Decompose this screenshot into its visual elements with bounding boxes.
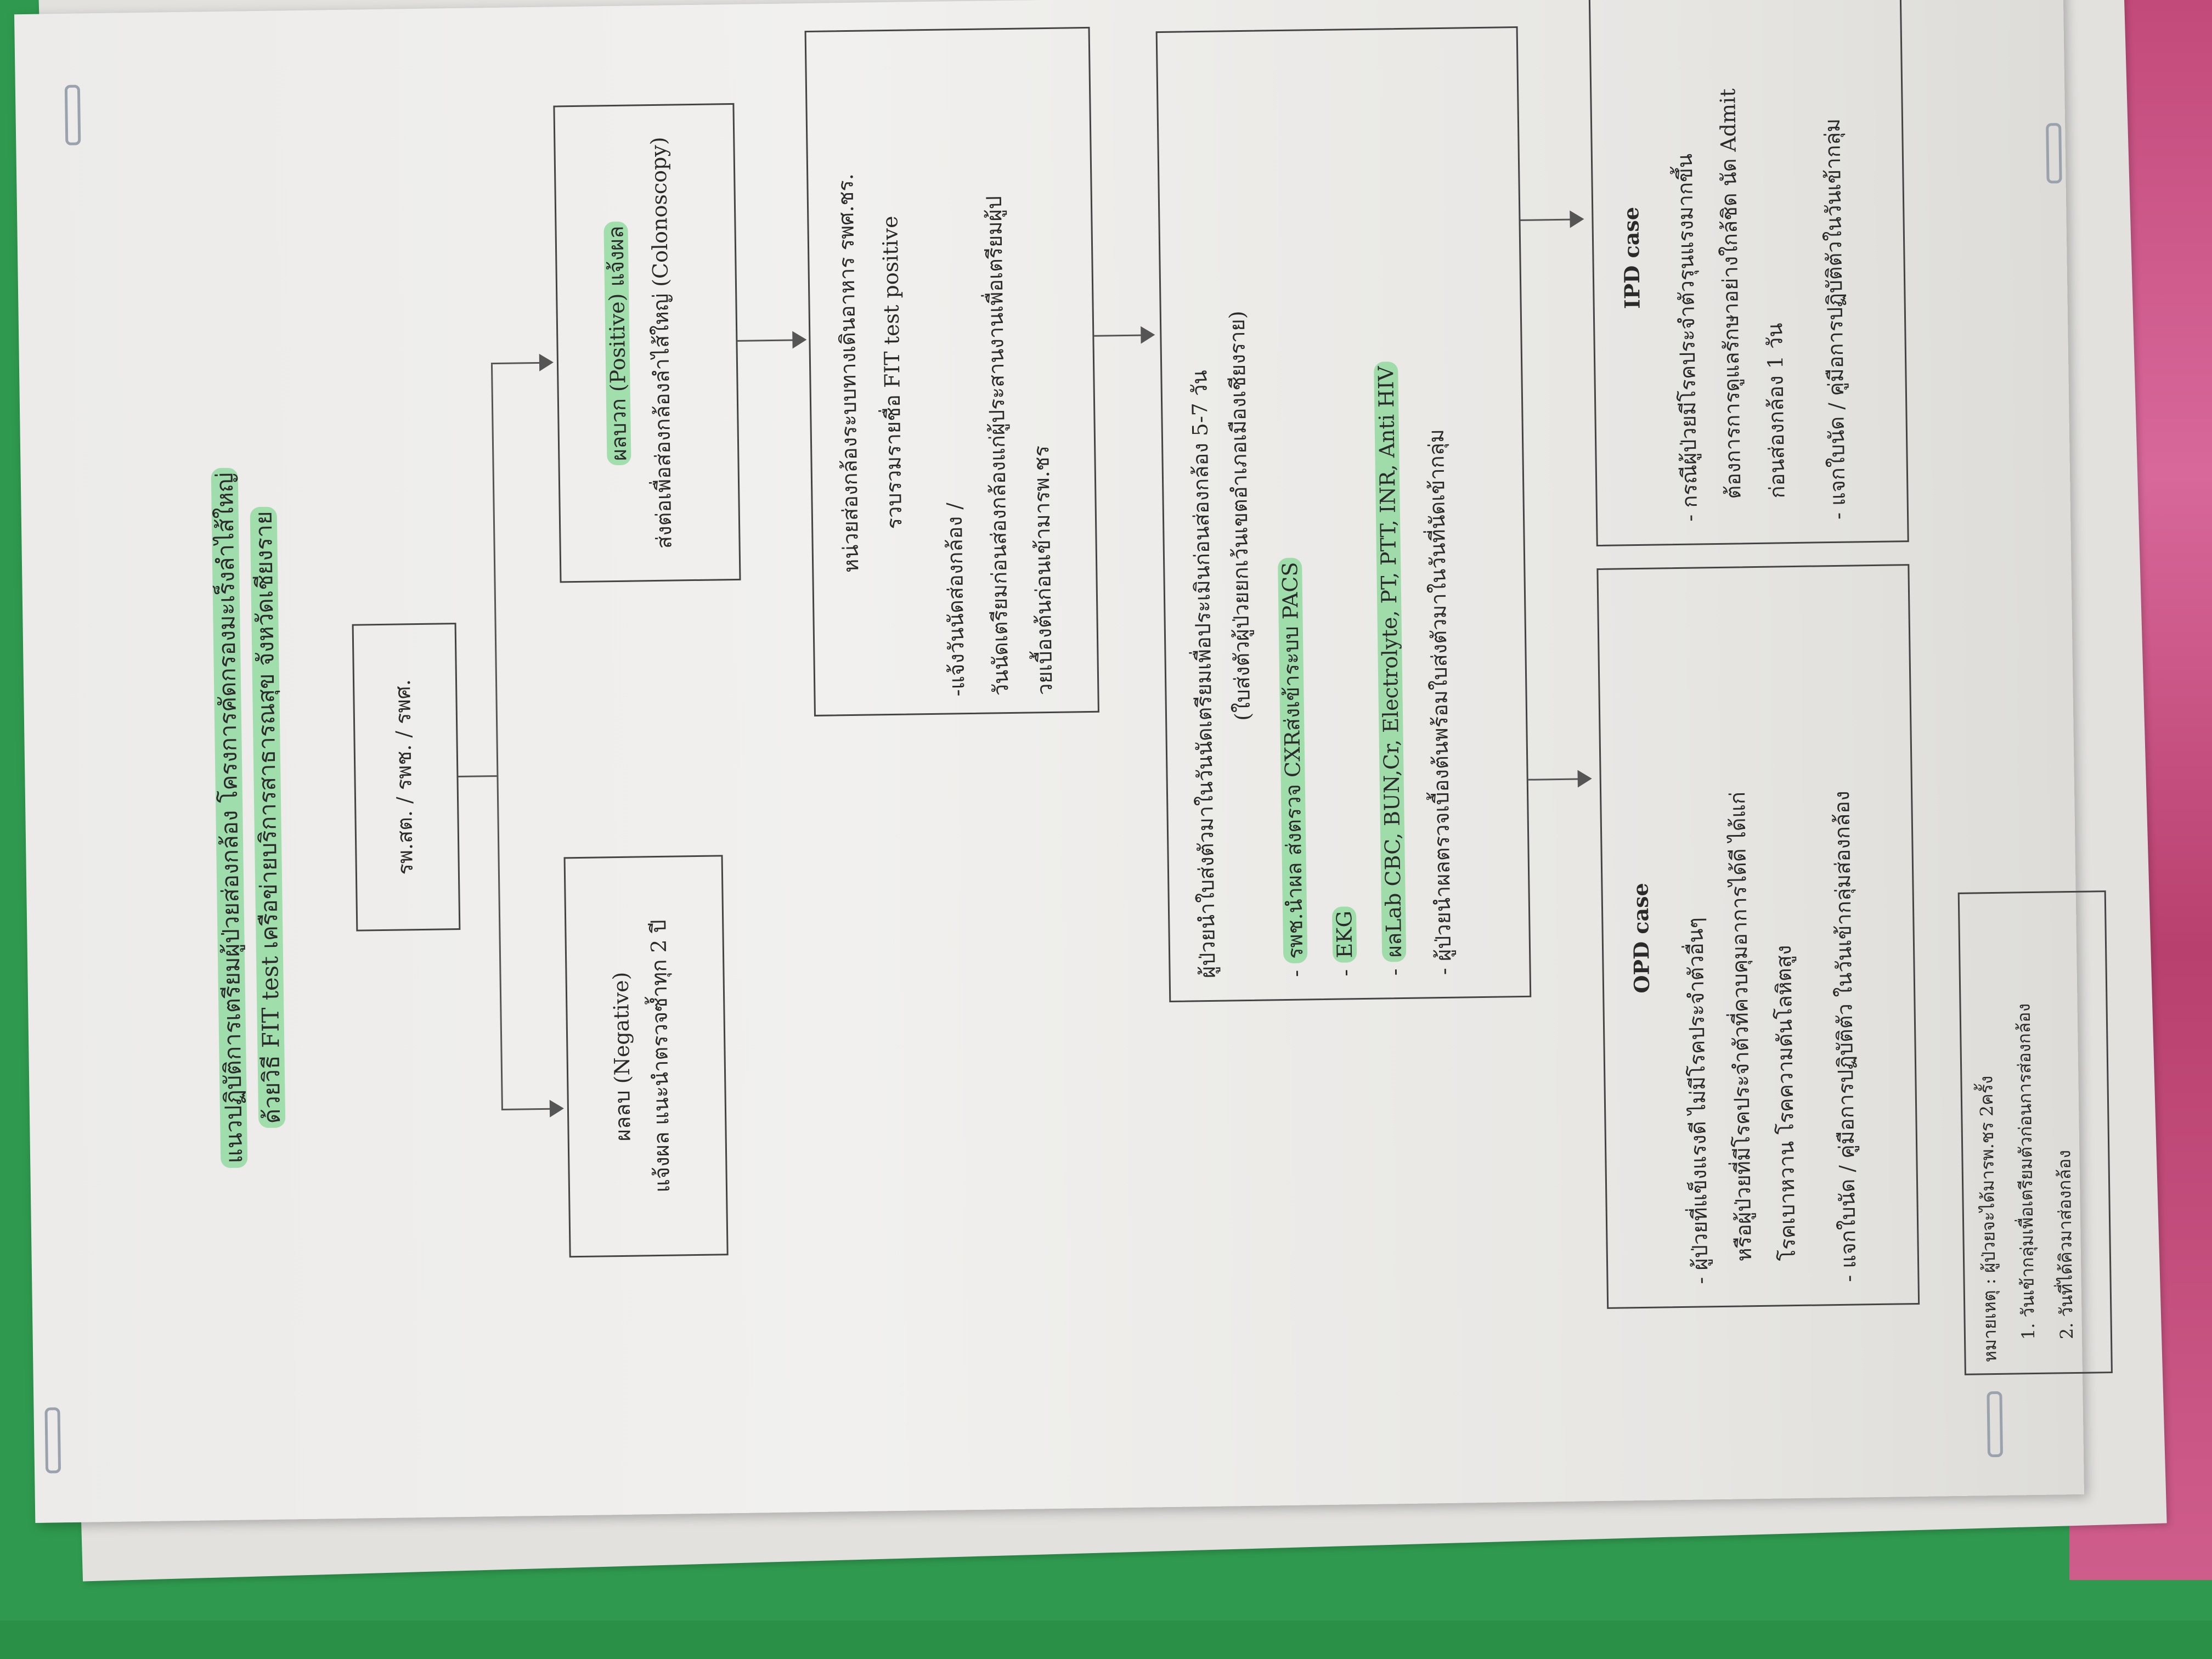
note-item-2: 2. วันที่ได้คิวมาส่องกล้อง [2053,1149,2078,1340]
staple-icon [44,1407,61,1474]
connector [458,775,497,778]
arrow-down-icon [1570,210,1584,228]
opd-item-1-line-2: หรือผู้ป่วยที่มีโรคประจำตัวที่ควบคุมอากา… [1725,791,1757,1262]
prep-item-4: - ผู้ป่วยนำผลตรวจเบื้องต้นพร้อมใบส่งตัวม… [1424,428,1456,975]
ipd-item-1-line-3: ก่อนส่องกล้อง 1 วัน [1763,323,1790,499]
prep-item-3: - ผลLab CBC, BUN,Cr, Electrolyte, PT, PT… [1370,362,1410,976]
prep-line-2: (ใบส่งตัวผู้ป่วยยกเว้นเขตอำเภอเมืองเชียง… [1224,311,1255,721]
document-sheet: แนวปฏิบัติการเตรียมผู้ป่วยส่องกล้อง โครง… [14,0,2113,1523]
connector [501,1108,556,1111]
arrow-down-icon [539,353,554,371]
opd-item-1-line-3: โรคเบาหวาน โรคความดันโลหิตสูง [1771,945,1801,1261]
opd-case-box: OPD case - ผู้ป่วยที่แข็งแรงดี ไม่มีโรคป… [1596,564,1920,1309]
endoscopy-line-1: หน่วยส่องกล้องระบบทางเดินอาหาร รพศ.ชร. [833,173,864,573]
opd-heading: OPD case [1628,883,1655,994]
endoscopy-unit-box: หน่วยส่องกล้องระบบทางเดินอาหาร รพศ.ชร. ร… [804,26,1099,716]
connector [490,364,503,1111]
ipd-item-1-line-2: ต้องการการดูแลรักษาอย่างใกล้ชิด นัด Admi… [1716,88,1746,499]
flowchart: แนวปฏิบัติการเตรียมผู้ป่วยส่องกล้อง โครง… [59,0,2113,1495]
opd-item-1: - ผู้ป่วยที่แข็งแรงดี ไม่มีโรคประจำตัวอื… [1683,917,1713,1284]
opd-item-2: - แจกใบนัด / คู่มือการปฏิบัติตัว ในวันเข… [1830,791,1861,1283]
arrow-down-icon [1141,326,1155,344]
prep-line-1: ผู้ป่วยนำใบส่งตัวมาในวันนัดเตรียมเพื่อปร… [1187,370,1220,979]
ipd-heading: IPD case [1618,206,1645,309]
positive-line-2: ส่งต่อเพื่อส่องกล้องลำไส้ใหญ่ (Colonosco… [646,137,676,549]
arrow-down-icon [792,331,807,349]
connector [737,339,798,342]
source-box: รพ.สต. / รพช. / รพศ. [352,623,461,932]
negative-line-1: ผลลบ (Negative) [608,972,635,1142]
arrow-down-icon [1577,770,1592,788]
endoscopy-line-3: -แจ้งวันนัดส่องกล้อง / [942,502,969,697]
document-sheet-wrapper: แนวปฏิบัติการเตรียมผู้ป่วยส่องกล้อง โครง… [14,0,2113,1523]
background-folder [0,1621,2212,1659]
note-item-1: 1. วันเข้ากลุ่มเพื่อเตรียมตัวก่อนการส่อง… [2013,1003,2039,1340]
ipd-item-1: - กรณีผู้ป่วยมีโรคประจำตัวรุนแรงมากขึ้น [1672,153,1702,522]
ipd-case-box: IPD case - กรณีผู้ป่วยมีโรคประจำตัวรุนแร… [1588,0,1909,547]
positive-line-1: ผลบวก (Positive) แจ้งผล [599,106,636,581]
positive-result-box: ผลบวก (Positive) แจ้งผล ส่งต่อเพื่อส่องก… [553,103,741,583]
note-heading: หมายเหตุ : ผู้ป่วยจะได้มารพ.ชร 2ครั้ง [1976,1075,2001,1363]
connector [1528,778,1583,781]
prep-item-1: - รพช.นำผล ส่งตรวจ CXRส่งเข้าระบบ PACS [1274,557,1312,977]
endoscopy-line-4: วันนัดเตรียมก่อนส่องกล้องแก่ผู้ประสานงาน… [981,195,1013,696]
connector [1520,218,1576,221]
arrow-down-icon [549,1099,565,1118]
connector [490,362,546,365]
source-box-label: รพ.สต. / รพช. / รพศ. [390,679,417,875]
note-box: หมายเหตุ : ผู้ป่วยจะได้มารพ.ชร 2ครั้ง 1.… [1957,890,2113,1375]
negative-result-box: ผลลบ (Negative) แจ้งผล แนะนำตรวจซ้ำทุก 2… [563,855,729,1258]
staple-icon [2046,123,2062,184]
negative-line-2: แจ้งผล แนะนำตรวจซ้ำทุก 2 ปี [646,919,675,1193]
endoscopy-line-2: รวบรวมรายชื่อ FIT test positive [878,216,907,529]
endoscopy-line-5: วยเบื้องต้นก่อนเข้ามารพ.ชร [1029,445,1057,696]
connector [1094,334,1147,337]
ipd-item-2: - แจกใบนัด / คู่มือการปฏิบัติตัวในวันเข้… [1820,118,1850,520]
prep-item-2: - EKG [1329,906,1361,977]
preparation-box: ผู้ป่วยนำใบส่งตัวมาในวันนัดเตรียมเพื่อปร… [1155,26,1532,1002]
